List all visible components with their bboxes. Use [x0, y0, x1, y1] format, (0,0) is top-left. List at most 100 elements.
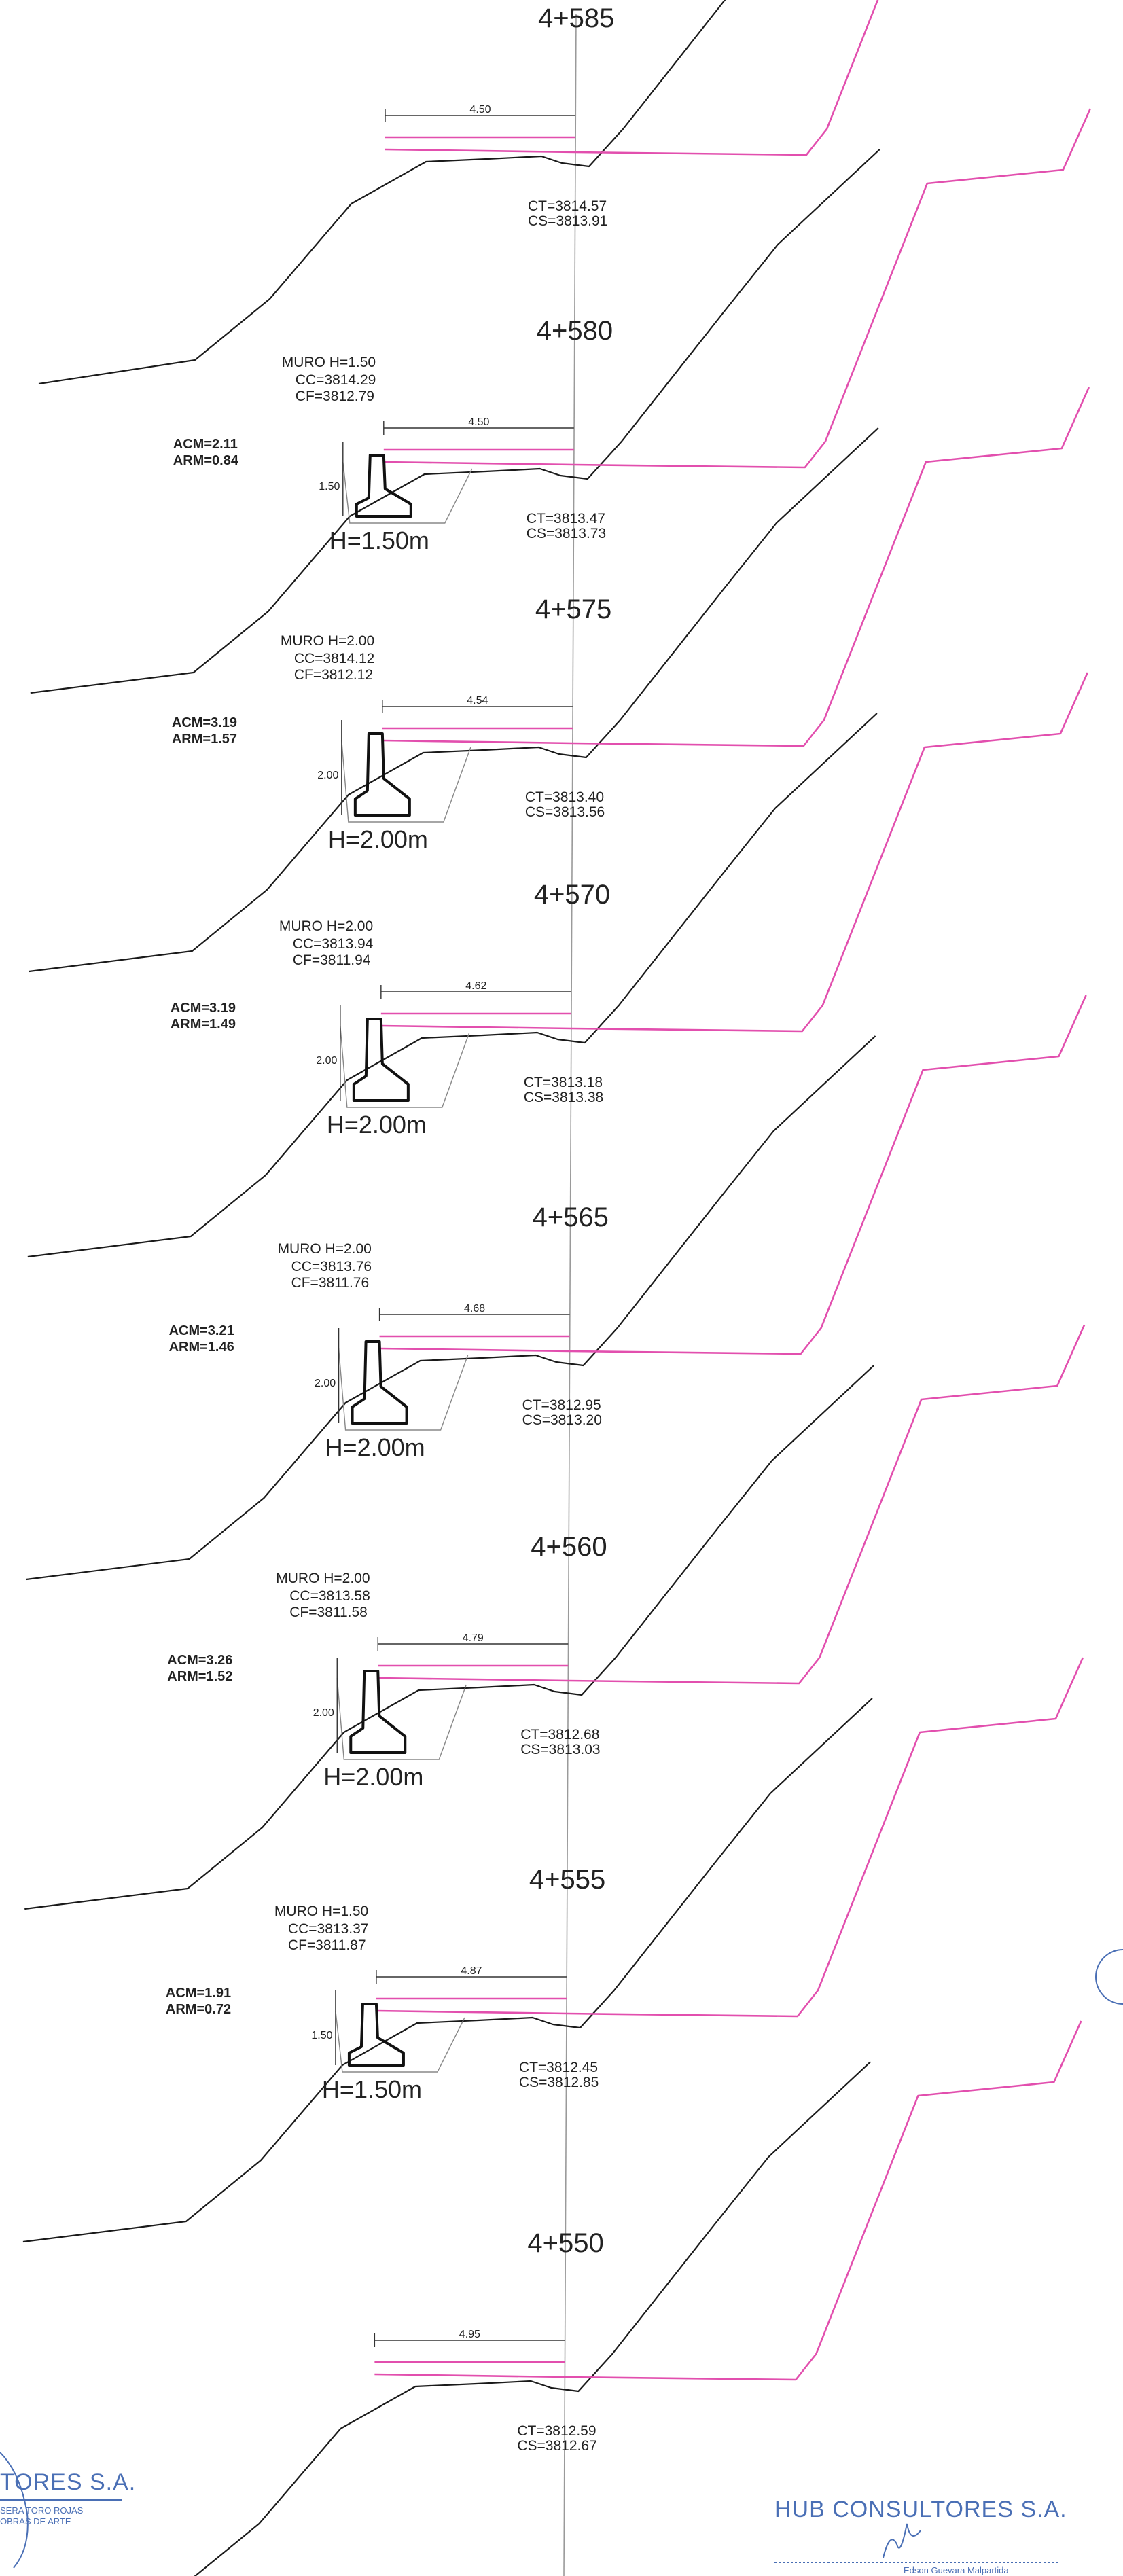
- height-dim-value: 1.50: [319, 481, 340, 493]
- muro-label: MURO H=1.50: [282, 355, 376, 370]
- ct-value: CT=3814.57: [528, 198, 607, 214]
- arm-value: ARM=1.52: [167, 1669, 232, 1684]
- company-block-left: TORES S.A. SERA TORO ROJAS OBRAS DE ARTE: [0, 2452, 135, 2569]
- ground-line: [26, 1035, 876, 1581]
- ct-value: CT=3813.18: [524, 1075, 603, 1090]
- station-label: 4+580: [537, 316, 613, 346]
- design-line: [380, 672, 1089, 1033]
- arm-value: ARM=0.72: [166, 2002, 231, 2017]
- excavation-outline: [342, 461, 473, 524]
- arm-value: ARM=1.46: [169, 1340, 234, 1355]
- arm-value: ARM=1.49: [171, 1017, 236, 1032]
- design-line: [379, 995, 1087, 1355]
- ground-line: [24, 1365, 875, 1910]
- cs-value: CS=3813.20: [522, 1412, 602, 1428]
- ground-line: [38, 0, 726, 385]
- retaining-wall: [353, 732, 411, 817]
- height-dim-value: 2.00: [317, 770, 338, 781]
- excavation-outline: [336, 1677, 467, 1760]
- cs-value: CS=3813.56: [525, 804, 605, 820]
- design-line: [374, 2020, 1082, 2381]
- wall-height-label: H=2.00m: [327, 1111, 427, 1139]
- cf-value: CF=3811.87: [288, 1937, 366, 1953]
- stamp-right-name: Edson Guevara Malpartida: [904, 2565, 1009, 2575]
- signature-right: [883, 2523, 921, 2558]
- height-dim-value: 2.00: [316, 1055, 337, 1067]
- retaining-wall: [349, 1670, 407, 1754]
- cc-value: CC=3814.12: [294, 651, 375, 666]
- retaining-wall: [355, 454, 412, 518]
- cs-value: CS=3813.03: [520, 1742, 600, 1757]
- ct-value: CT=3812.59: [517, 2423, 596, 2439]
- height-dim-value: 2.00: [315, 1378, 336, 1389]
- offset-value: 4.50: [468, 416, 489, 428]
- signature-left: [0, 2452, 29, 2569]
- ground-line: [27, 713, 878, 1258]
- ct-value: CT=3812.68: [520, 1727, 599, 1742]
- cc-value: CC=3813.37: [288, 1921, 369, 1937]
- station-label: 4+555: [529, 1865, 605, 1895]
- design-line: [382, 387, 1090, 747]
- excavation-outline: [335, 2010, 465, 2073]
- wall-height-label: H=1.50m: [329, 526, 429, 554]
- cs-value: CS=3813.73: [527, 526, 606, 541]
- station-label: 4+550: [527, 2228, 603, 2258]
- station-label: 4+575: [535, 594, 611, 624]
- station-label: 4+565: [533, 1202, 609, 1232]
- offset-value: 4.95: [459, 2329, 480, 2340]
- acm-value: ACM=3.26: [167, 1653, 232, 1668]
- acm-value: ACM=3.19: [172, 715, 237, 730]
- acm-value: ACM=3.19: [171, 1001, 236, 1016]
- offset-value: 4.50: [469, 104, 491, 115]
- muro-label: MURO H=2.00: [276, 1571, 370, 1586]
- retaining-wall: [351, 1340, 408, 1425]
- cf-value: CF=3811.94: [293, 952, 371, 968]
- cc-value: CC=3813.58: [289, 1588, 370, 1604]
- wall-height-label: H=2.00m: [325, 1433, 425, 1461]
- company-block-right: HUB CONSULTORES S.A. Edson Guevara Malpa…: [774, 2497, 1067, 2575]
- arm-value: ARM=0.84: [173, 453, 239, 468]
- muro-label: MURO H=2.00: [279, 918, 373, 934]
- arm-value: ARM=1.57: [172, 732, 237, 747]
- acm-value: ACM=1.91: [166, 1986, 231, 2001]
- cf-value: CF=3812.79: [296, 389, 374, 404]
- stamp-left-line2: OBRAS DE ARTE: [0, 2516, 71, 2526]
- cs-value: CS=3813.38: [524, 1090, 603, 1105]
- stamp-left-line1: SERA TORO ROJAS: [0, 2505, 84, 2516]
- station-label: 4+570: [534, 880, 610, 910]
- ground-line: [194, 2061, 872, 2576]
- cf-value: CF=3812.12: [294, 667, 373, 683]
- ground-line: [22, 1698, 873, 2243]
- design-line: [383, 108, 1091, 469]
- offset-value: 4.87: [461, 1965, 482, 1977]
- acm-value: ACM=3.21: [169, 1323, 234, 1338]
- cc-value: CC=3813.76: [291, 1259, 372, 1274]
- ct-value: CT=3813.40: [525, 789, 604, 805]
- excavation-outline: [341, 740, 471, 823]
- cf-value: CF=3811.76: [291, 1275, 370, 1291]
- design-line: [378, 1324, 1086, 1685]
- offset-value: 4.54: [467, 695, 488, 706]
- acm-value: ACM=2.11: [173, 437, 238, 452]
- centerline-axis: [563, 13, 577, 2576]
- height-dim-value: 1.50: [311, 2030, 332, 2041]
- cf-value: CF=3811.58: [289, 1605, 368, 1620]
- cs-value: CS=3812.67: [517, 2438, 596, 2454]
- cs-value: CS=3813.91: [528, 213, 607, 229]
- cc-value: CC=3814.29: [296, 372, 376, 388]
- round-stamp-edge: [1095, 1949, 1123, 2005]
- ground-line: [30, 149, 880, 694]
- design-line: [385, 0, 879, 156]
- station-label: 4+585: [538, 3, 614, 33]
- design-line: [376, 1657, 1084, 2018]
- company-name-right: HUB CONSULTORES S.A.: [774, 2497, 1067, 2522]
